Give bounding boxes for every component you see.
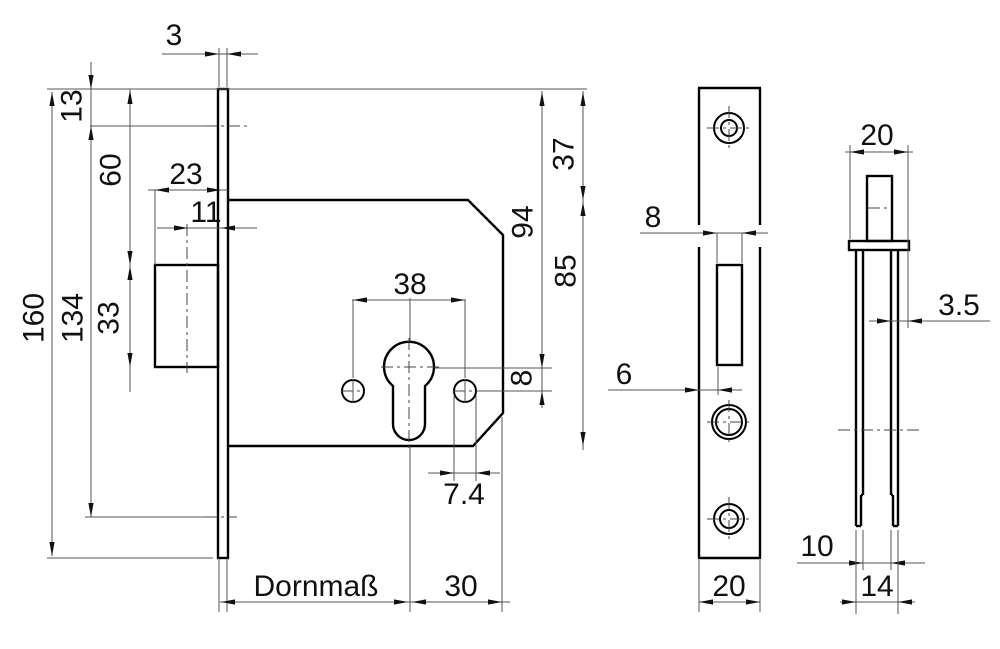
faceplate-view-dimensions: 8 6 20 (608, 201, 768, 612)
dim-13: 13 (56, 75, 94, 140)
dim-94: 94 (507, 92, 545, 368)
arrow (205, 51, 219, 57)
dim-label-8: 8 (506, 370, 539, 387)
dim-label-134: 134 (57, 293, 90, 343)
dim-side-width-20: 20 (845, 119, 913, 328)
dim-slot-width-8: 8 (640, 201, 768, 263)
dim-label-94: 94 (507, 205, 540, 238)
front-view-dimensions: 3 13 160 134 60 33 2 (18, 19, 586, 605)
arrow (227, 51, 241, 57)
dim-label-7-4: 7.4 (443, 478, 485, 511)
dim-37: 37 (548, 92, 586, 200)
lock-body (228, 198, 505, 448)
cylinder-hole (382, 340, 436, 442)
dim-label-slot-8: 8 (645, 201, 662, 234)
dim-label-11: 11 (190, 196, 221, 229)
dim-label-33: 33 (93, 301, 126, 334)
dim-label-60: 60 (95, 153, 128, 186)
side-view (838, 174, 920, 528)
backset-label: Dornmaß (253, 570, 378, 603)
dim-inner-10: 10 (797, 530, 925, 570)
dim-160: 160 (18, 92, 55, 556)
dim-plate-width-20: 20 (698, 560, 761, 612)
dim-label-160: 160 (18, 293, 51, 343)
dim-85: 85 (550, 202, 586, 446)
dim-label-13: 13 (56, 89, 89, 122)
dim-11: 11 (157, 196, 257, 231)
dim-label-6: 6 (616, 358, 633, 391)
dim-60: 60 (95, 90, 133, 265)
side-view-dimensions: 20 3.5 10 14 (797, 119, 990, 614)
dim-label-37: 37 (548, 137, 581, 170)
dim-faceplate-thickness: 3 (162, 19, 258, 57)
dim-label-85: 85 (550, 254, 583, 287)
dim-134: 134 (57, 293, 94, 517)
dim-slot-edge-6: 6 (608, 358, 742, 395)
dim-33: 33 (93, 266, 133, 367)
dim-label-30: 30 (444, 570, 477, 603)
dim-label-23: 23 (169, 158, 202, 191)
dim-label-10: 10 (800, 530, 833, 563)
dim-label-14: 14 (860, 570, 893, 603)
dim-label-plate-20: 20 (712, 570, 745, 603)
dim-outer-14: 14 (840, 530, 915, 614)
dim-backset: Dornmaß 30 (220, 570, 510, 605)
dim-8-offset: 8 (506, 370, 545, 405)
dim-label-38: 38 (393, 268, 426, 301)
front-view-reference-lines (47, 48, 587, 612)
bolt-cutout (715, 263, 744, 367)
faceplate (216, 87, 230, 560)
faceplate-front-view (697, 86, 762, 560)
dim-38: 38 (352, 268, 466, 303)
dim-wall-3-5: 3.5 (869, 289, 990, 324)
dim-23: 23 (148, 158, 228, 193)
dim-label-3-5: 3.5 (938, 289, 980, 322)
dim-7-4: 7.4 (428, 470, 500, 511)
faceplate-side (847, 239, 911, 252)
dim-label-3: 3 (166, 19, 183, 52)
dim-label-side-20: 20 (860, 119, 893, 152)
